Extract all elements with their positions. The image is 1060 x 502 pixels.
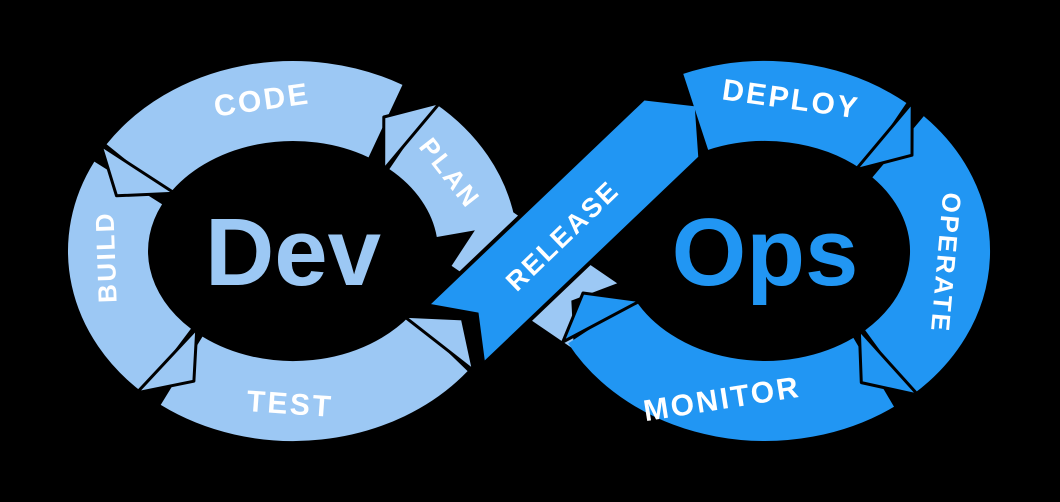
deploy-arrowhead-icon — [854, 100, 914, 172]
operate-segment — [864, 116, 991, 395]
build-segment — [68, 161, 192, 393]
test-label: TEST — [246, 385, 335, 424]
plan-arrowhead-icon — [382, 100, 442, 172]
build-arrowhead-icon — [135, 327, 199, 395]
ops-title: Ops — [672, 199, 859, 306]
operate-arrowhead-icon — [857, 328, 920, 397]
dev-title: Dev — [205, 199, 381, 306]
code-arrowhead-icon — [99, 143, 177, 198]
monitor-arrowhead-icon — [561, 291, 642, 344]
test-segment — [160, 314, 468, 442]
deploy-segment — [683, 61, 907, 170]
test-arrowhead-icon — [402, 314, 475, 372]
build-label: BUILD — [89, 211, 122, 304]
monitor-segment — [568, 298, 894, 441]
release-band — [422, 96, 703, 369]
code-segment — [106, 61, 403, 196]
plan-segment — [388, 103, 516, 239]
